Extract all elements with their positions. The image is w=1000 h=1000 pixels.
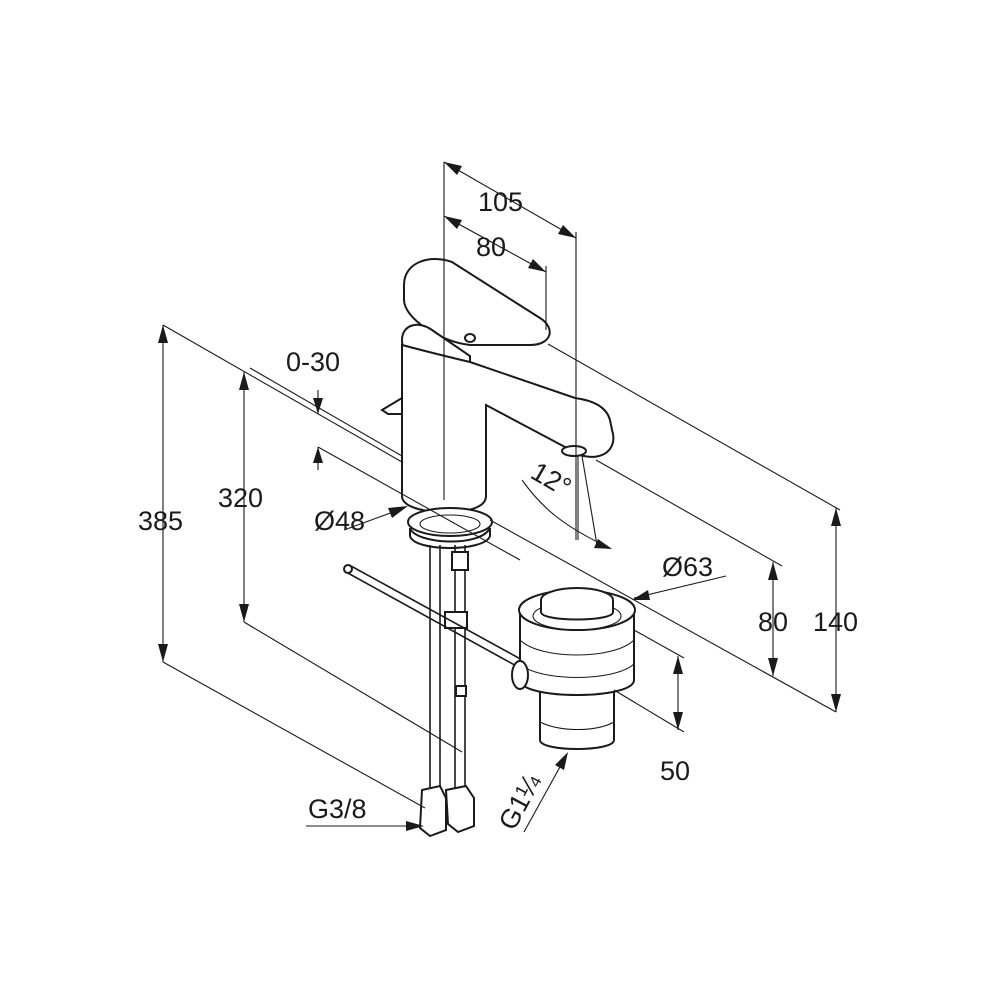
rod-clamp — [444, 611, 468, 629]
dimension-0-30: 0-30 — [249, 347, 521, 561]
popup-knob — [380, 396, 403, 415]
dim-label-g38: G3/8 — [308, 794, 367, 824]
dim-label-140: 140 — [813, 607, 858, 637]
dimension-80-right: 80 — [489, 459, 837, 713]
dim-label-angle-12: 12° — [526, 456, 576, 502]
dim-label-0-30: 0-30 — [286, 347, 340, 377]
dimension-320: 320 — [218, 372, 463, 753]
dim-label-105: 105 — [478, 187, 523, 217]
dim-label-80-right: 80 — [758, 607, 788, 637]
dimension-140: 140 — [547, 343, 858, 712]
aerator — [561, 445, 587, 457]
supply-hoses — [418, 545, 475, 838]
supply-connection-nut — [418, 784, 447, 838]
waste-tailpiece — [539, 689, 615, 750]
dimension-angle-12: 12° — [521, 455, 612, 549]
dimension-dia63: Ø63 — [632, 552, 727, 600]
mounting-ring — [407, 507, 493, 537]
dimension-g38: G3/8 — [306, 794, 424, 831]
popup-waste — [511, 587, 636, 750]
rod-connector — [511, 660, 529, 690]
faucet-body — [380, 258, 615, 549]
faucet-column — [401, 343, 615, 514]
lever-handle — [403, 258, 551, 346]
dim-label-385: 385 — [138, 506, 183, 536]
dim-label-50: 50 — [660, 756, 690, 786]
hose-clip — [455, 685, 467, 697]
dimension-50: 50 — [613, 629, 690, 786]
dimension-80-top: 80 — [443, 215, 547, 330]
dim-label-g114: G1¼ — [493, 769, 547, 835]
dimension-105: 105 — [443, 161, 577, 540]
popup-rod — [343, 564, 527, 669]
dimension-dia48: Ø48 — [314, 506, 408, 536]
mounting-flange — [409, 527, 491, 549]
hose-nut-top — [451, 551, 469, 571]
dimension-g114: G1¼ — [493, 752, 568, 835]
dimension-385: 385 — [138, 324, 426, 809]
dim-label-320: 320 — [218, 483, 263, 513]
supply-connection-nut-2 — [444, 784, 475, 834]
mounting-ring-inner — [419, 514, 481, 534]
dim-label-dia63: Ø63 — [662, 552, 713, 582]
dim-label-dia48: Ø48 — [314, 506, 365, 536]
lever-pin — [464, 333, 476, 343]
dim-label-80-top: 80 — [476, 232, 506, 262]
